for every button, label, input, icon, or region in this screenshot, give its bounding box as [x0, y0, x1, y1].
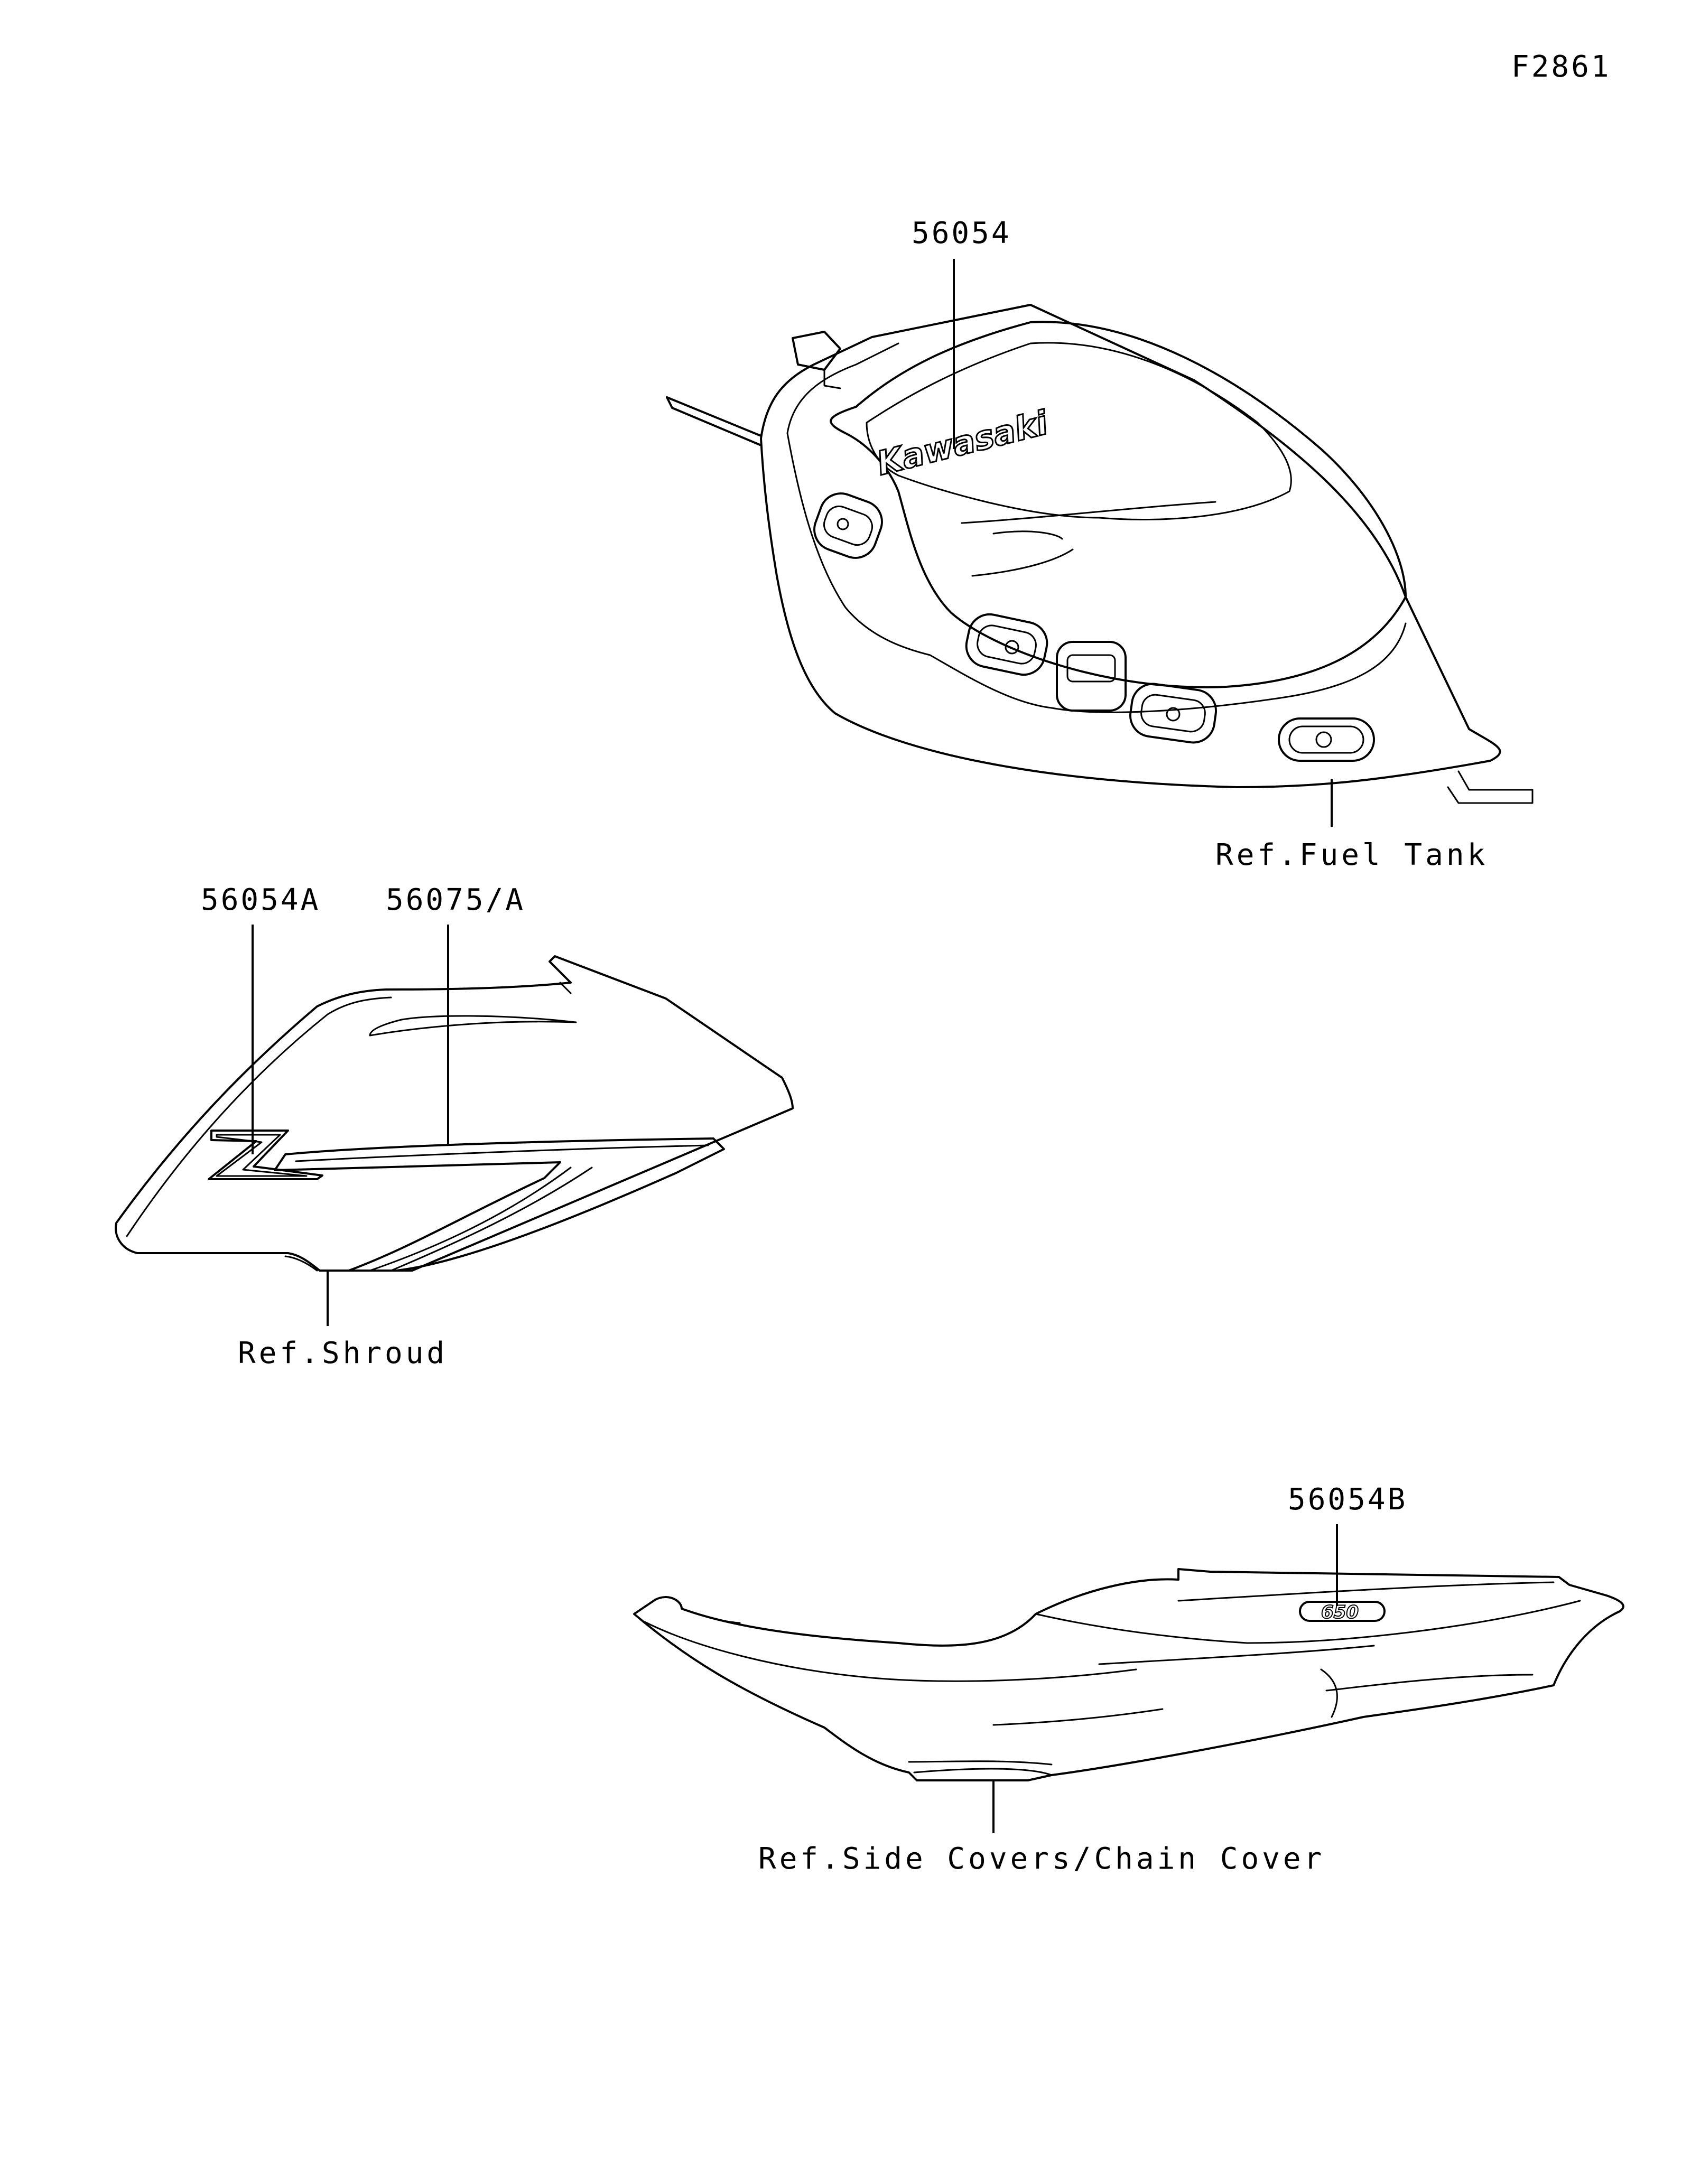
fuel-tank-drawing: Kawasaki	[666, 304, 1534, 804]
tank-decal-callout: 56054	[912, 216, 1011, 250]
fuel-tank-ref-label: Ref.Fuel Tank	[1215, 838, 1488, 872]
shroud-drawing	[115, 955, 794, 1272]
shroud-z-callout: 56054A	[201, 883, 320, 917]
side-cover-650-logo: 650	[1321, 1602, 1359, 1623]
shroud-ref-label: Ref.Shroud	[238, 1336, 448, 1370]
side-cover-ref-label: Ref.Side Covers/Chain Cover	[758, 1842, 1325, 1876]
tank-mount-pads	[813, 492, 1375, 762]
tank-kawasaki-logo: Kawasaki	[873, 403, 1052, 483]
shroud-stripe-callout: 56075/A	[386, 883, 525, 917]
side-cover-emblem-callout: 56054B	[1288, 1482, 1407, 1517]
figure-id: F2861	[1511, 50, 1611, 84]
side-cover-drawing: 650	[633, 1568, 1624, 1781]
